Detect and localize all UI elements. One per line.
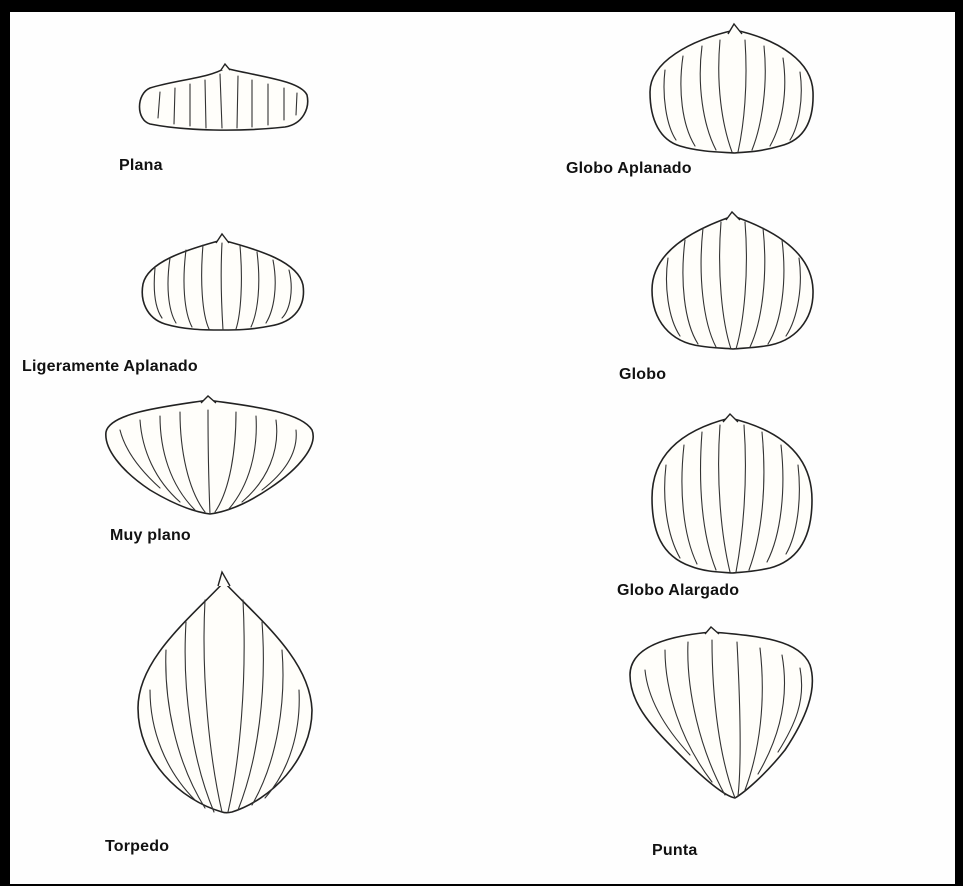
onion-punta-drawing (630, 627, 812, 798)
onion-ligeramente-aplanado-drawing (142, 234, 303, 330)
onion-muy-plano-drawing (106, 396, 313, 514)
onion-torpedo-drawing (138, 572, 312, 813)
label-torpedo: Torpedo (105, 838, 169, 856)
onion-plana-drawing (140, 64, 308, 130)
onion-globo-drawing (652, 212, 813, 349)
label-globo-alargado: Globo Alargado (617, 582, 739, 600)
label-ligeramente-aplanado: Ligeramente Aplanado (22, 358, 198, 376)
onion-globo-alargado-drawing (652, 414, 812, 573)
label-plana: Plana (119, 157, 163, 175)
label-muy-plano: Muy plano (110, 527, 191, 545)
label-globo: Globo (619, 366, 666, 384)
label-globo-aplanado: Globo Aplanado (566, 160, 692, 178)
label-punta: Punta (652, 842, 697, 860)
onion-globo-aplanado-drawing (650, 24, 813, 153)
